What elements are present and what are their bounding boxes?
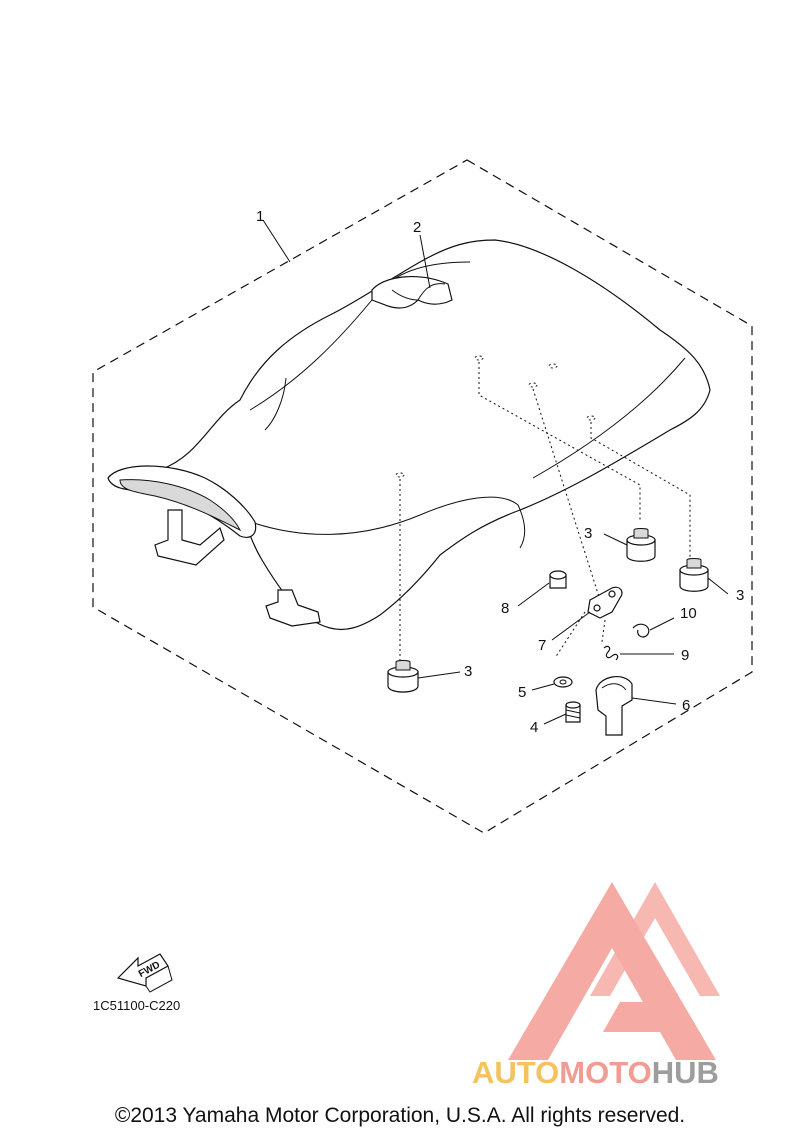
callout-7: 7 [538,637,546,654]
part-8-bolt [549,570,567,589]
seat-strap [371,276,453,309]
callout-5: 5 [518,684,526,701]
watermark-part-auto: AUTO [472,1055,560,1090]
damper-upper [626,528,656,562]
part-4-screw [565,701,581,723]
watermark-part-moto: MOTO [559,1055,652,1090]
seat-strap-fold [391,289,419,301]
mount-guides [395,355,691,660]
callout-6: 6 [682,697,690,714]
callout-2: 2 [413,219,421,236]
seat-lower-seam [244,496,526,549]
seat-rear-bracket [154,509,225,566]
callout-1: 1 [256,208,264,225]
fwd-arrow-icon: FWD [116,953,173,993]
damper-right [679,558,709,592]
seat-side-seam [532,357,686,479]
diagram-code: 1C51100-C220 [93,998,181,1013]
seat-rear-cowl-inner [119,479,242,532]
fwd-label: FWD [137,960,162,980]
part-10-clip [632,623,650,638]
callout-9: 9 [681,647,689,664]
part-7-hook-plate [587,586,623,619]
seat-front-bracket [265,589,321,627]
callout-3-right: 3 [736,587,744,604]
callout-3-upper: 3 [584,525,592,542]
watermark-text: AUTOMOTOHUB [472,1055,719,1091]
copyright-notice: ©2013 Yamaha Motor Corporation, U.S.A. A… [114,1104,686,1127]
callout-10: 10 [680,605,697,622]
seat-left-fold [264,377,287,431]
callout-3-lower: 3 [464,663,472,680]
damper-lower [387,660,419,693]
part-5-washer [553,676,573,688]
leader-1 [262,219,291,263]
part-6-latch [595,676,633,736]
watermark-part-hub: HUB [651,1055,719,1090]
leader-lines [417,234,729,725]
seat-top-seam [249,261,471,411]
callout-4: 4 [530,719,538,736]
seat-strap-fold-2 [417,283,446,301]
seat-assembly [107,239,711,631]
part-9-spring [603,645,619,661]
callout-8: 8 [501,600,509,617]
watermark-logo [508,882,720,1060]
